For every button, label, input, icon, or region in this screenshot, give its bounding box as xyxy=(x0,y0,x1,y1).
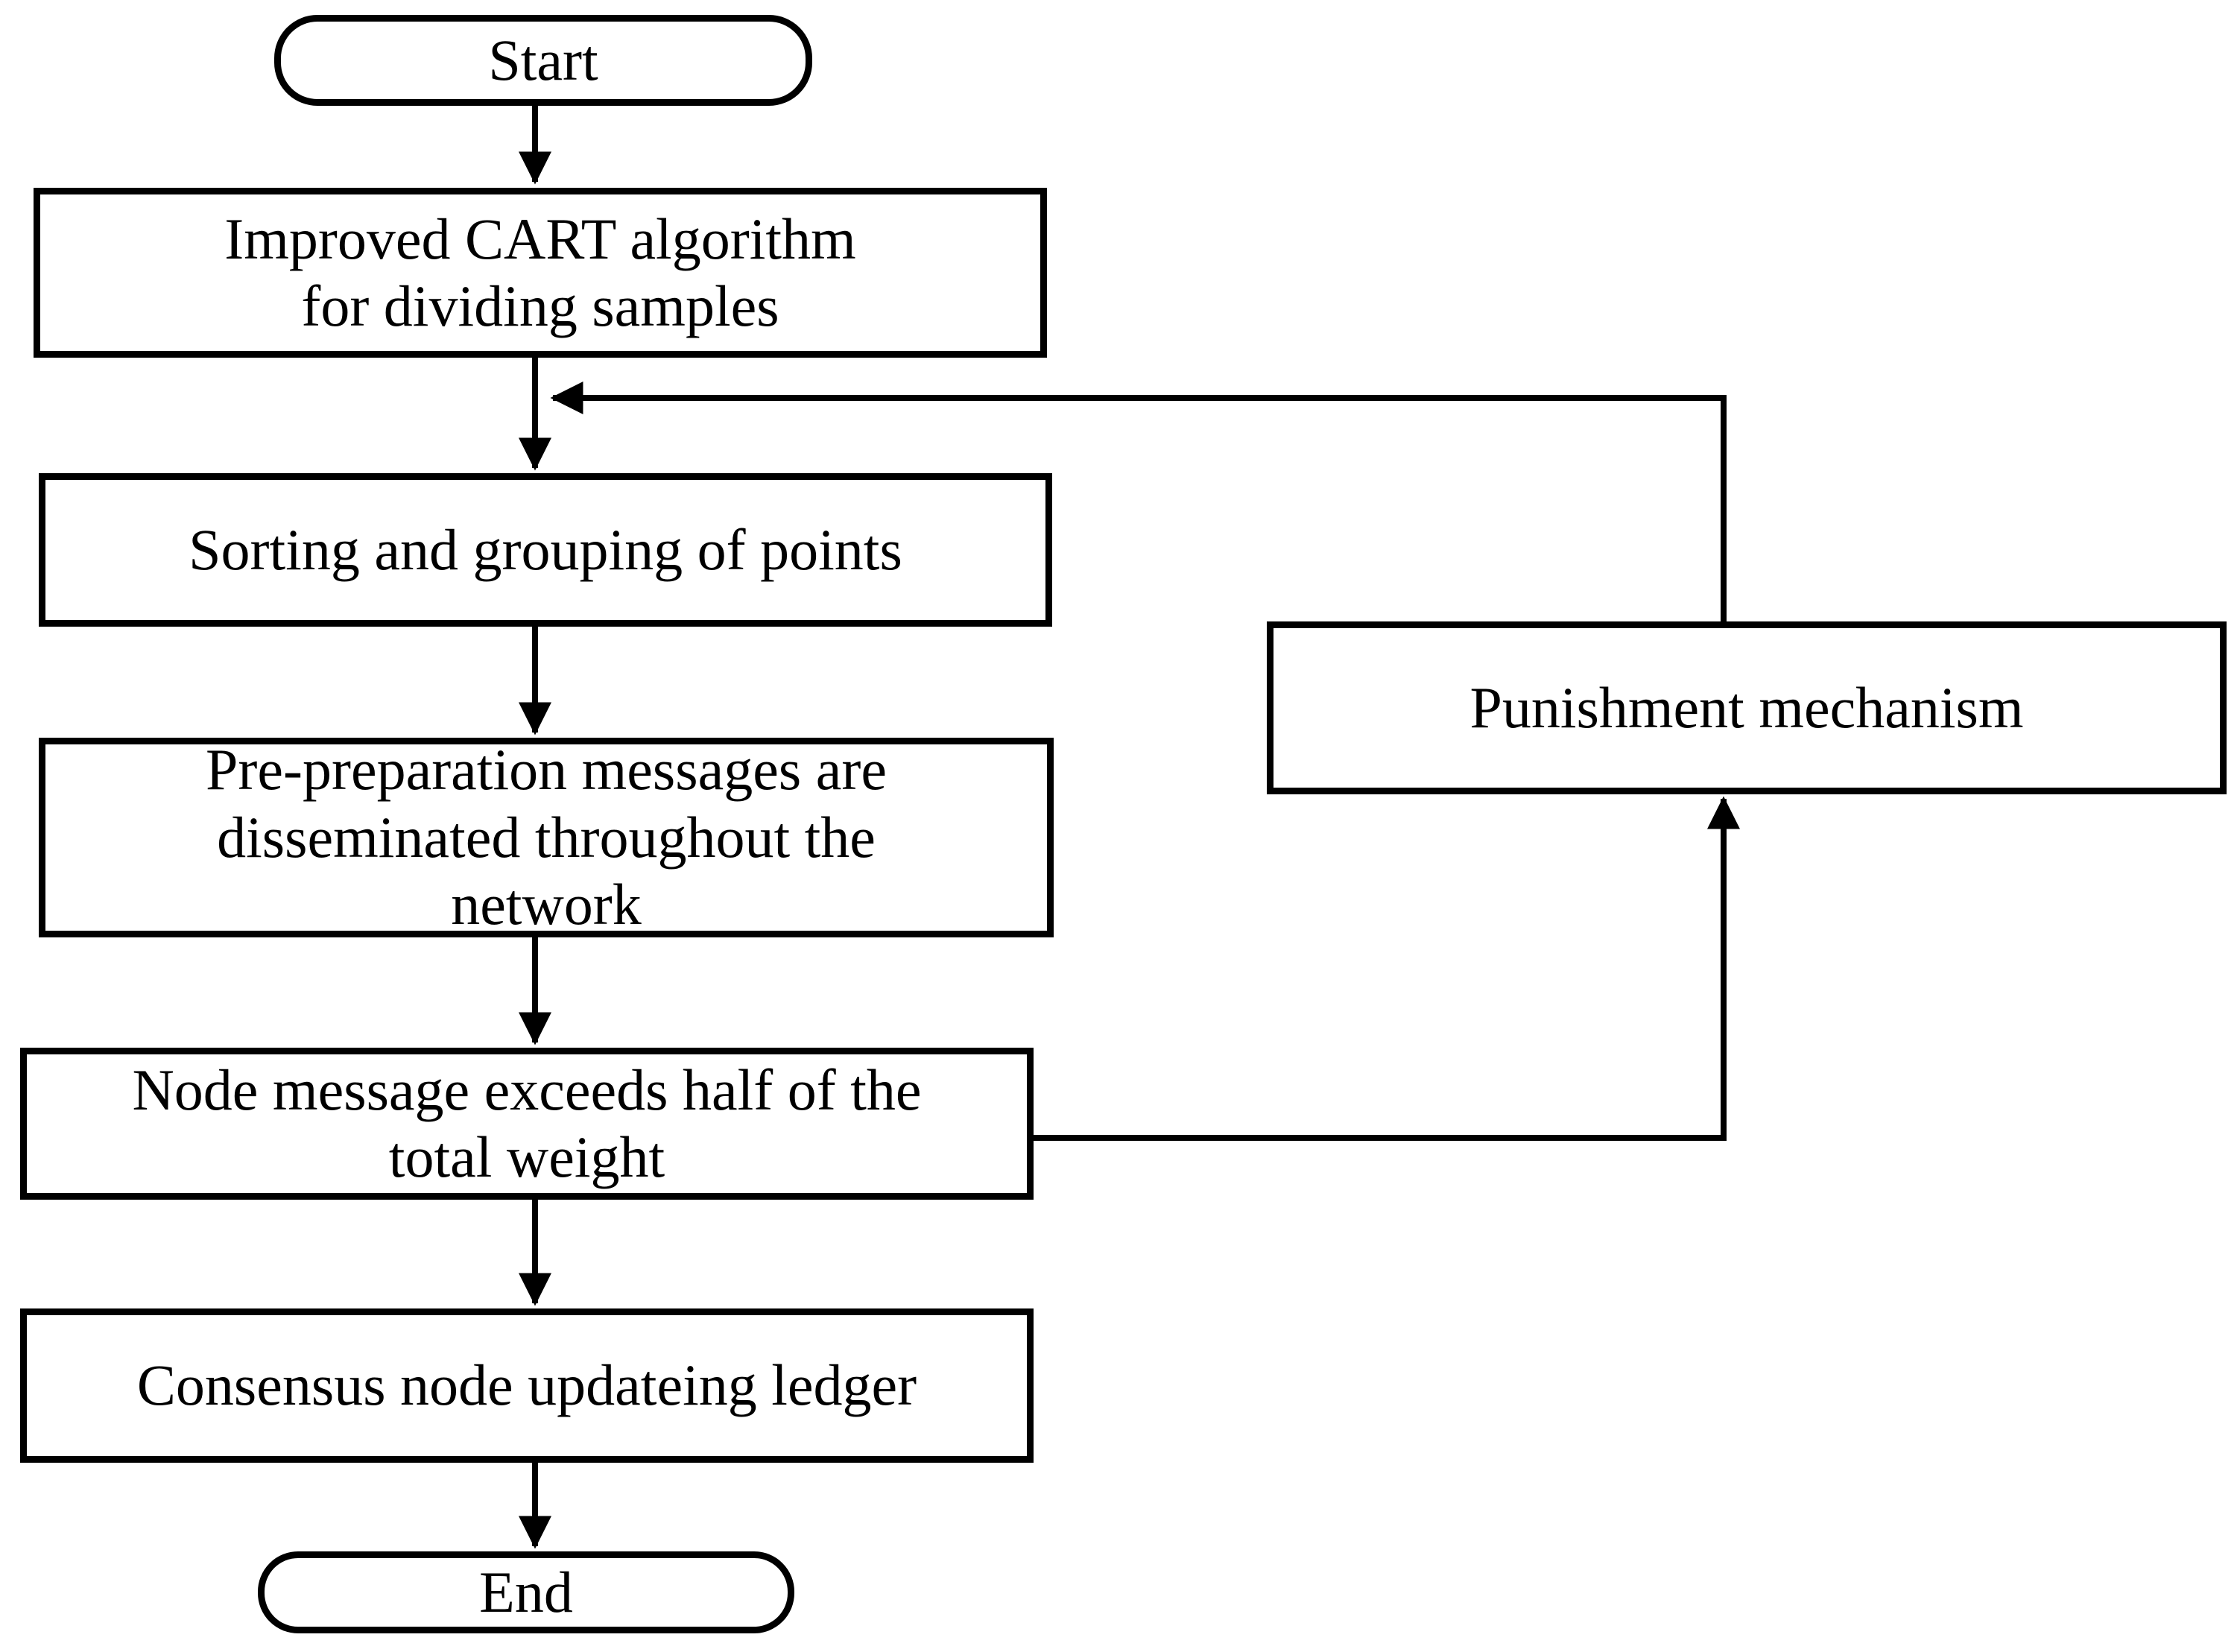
node-start: Start xyxy=(274,15,812,106)
node-end: End xyxy=(258,1551,794,1633)
node-sorting-grouping-label: Sorting and grouping of points xyxy=(189,516,902,582)
node-punishment-mechanism: Punishment mechanism xyxy=(1267,621,2227,794)
node-punishment-mechanism-label: Punishment mechanism xyxy=(1469,674,2024,740)
node-sorting-grouping: Sorting and grouping of points xyxy=(39,473,1052,627)
node-consensus-ledger-label: Consensus node updateing ledger xyxy=(136,1352,917,1418)
node-improved-cart-algorithm: Improved CART algorithm for dividing sam… xyxy=(34,188,1047,358)
node-preprep-messages-label: Pre-preparation messages are disseminate… xyxy=(206,737,887,937)
node-message-weight-label: Node message exceeds half of the total w… xyxy=(132,1057,922,1189)
node-improved-cart-algorithm-label: Improved CART algorithm for dividing sam… xyxy=(224,206,856,338)
node-start-label: Start xyxy=(488,27,598,92)
edge-nodeweight-to-punishment xyxy=(1032,796,1740,1141)
node-consensus-ledger: Consensus node updateing ledger xyxy=(20,1308,1034,1463)
edge-punishment-feedback-to-sorting xyxy=(550,382,1727,623)
node-end-label: End xyxy=(479,1559,573,1624)
node-message-weight: Node message exceeds half of the total w… xyxy=(20,1048,1034,1200)
node-preprep-messages: Pre-preparation messages are disseminate… xyxy=(39,737,1054,937)
